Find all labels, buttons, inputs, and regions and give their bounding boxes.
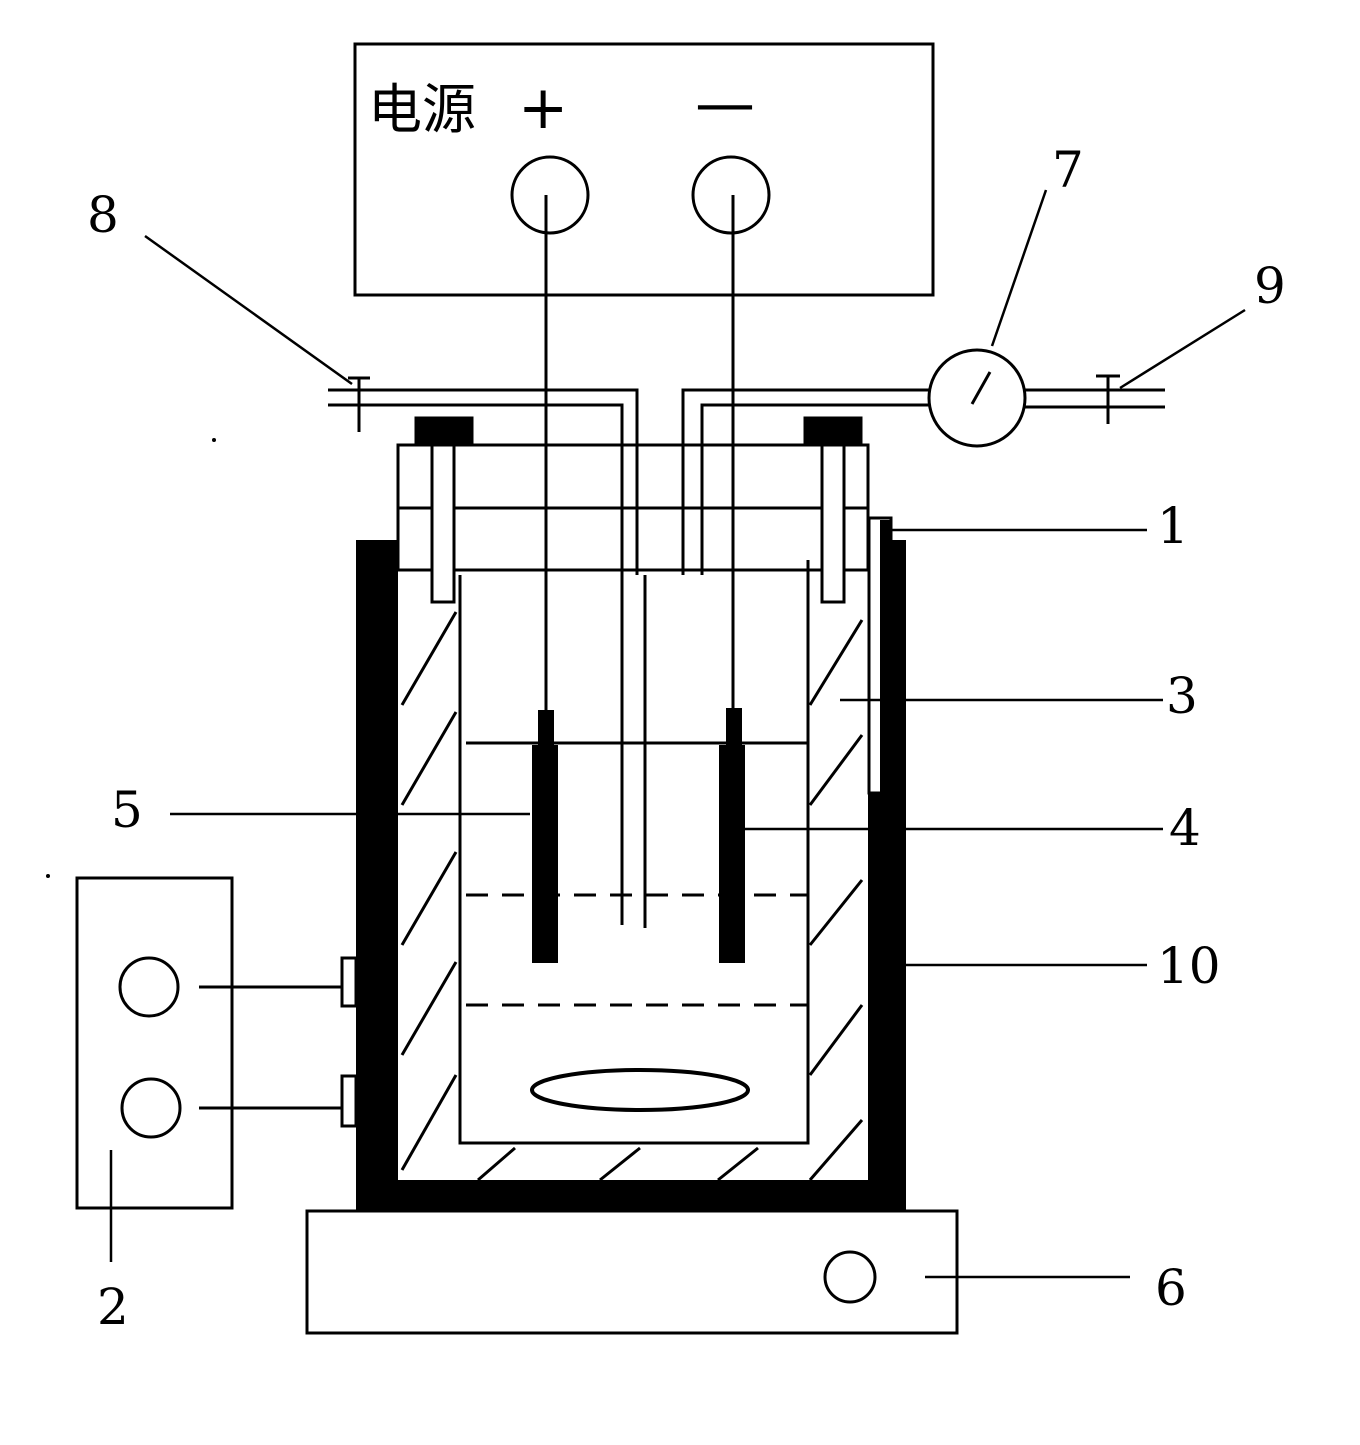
anode-electrode bbox=[532, 710, 558, 963]
leader-lines bbox=[109, 189, 1246, 1279]
pressure-gauge bbox=[927, 348, 1027, 448]
power-supply-label: 电源 bbox=[368, 78, 476, 141]
callout-1: 1 bbox=[1157, 497, 1189, 555]
negative-terminal bbox=[691, 155, 771, 235]
callout-7: 7 bbox=[1052, 141, 1084, 199]
temperature-controller bbox=[75, 876, 358, 1210]
valve-8 bbox=[348, 376, 370, 432]
controller-knob-1 bbox=[118, 956, 180, 1018]
callout-10: 10 bbox=[1157, 937, 1221, 995]
callout-2: 2 bbox=[97, 1278, 129, 1336]
power-supply: 电源 + — bbox=[353, 42, 935, 297]
magnetic-stirrer bbox=[305, 1209, 959, 1335]
valve-9 bbox=[1096, 374, 1120, 424]
electrode-wires bbox=[544, 195, 735, 712]
callout-9: 9 bbox=[1254, 257, 1286, 315]
callout-8: 8 bbox=[87, 186, 119, 244]
callout-labels: 8 7 9 1 3 5 4 10 2 6 bbox=[87, 141, 1286, 1336]
positive-terminal-sign: + bbox=[518, 73, 568, 143]
callout-5: 5 bbox=[111, 781, 143, 839]
callout-4: 4 bbox=[1169, 799, 1201, 857]
cell-lid bbox=[396, 416, 870, 604]
stir-bar bbox=[530, 1068, 750, 1112]
scan-specks bbox=[46, 438, 216, 878]
inner-beaker bbox=[458, 560, 810, 1145]
negative-terminal-sign: — bbox=[695, 69, 755, 139]
insulation-hatching bbox=[400, 611, 864, 1182]
stirrer-knob bbox=[823, 1250, 877, 1304]
cathode-electrode bbox=[719, 708, 745, 963]
controller-knob-2 bbox=[120, 1077, 182, 1139]
callout-3: 3 bbox=[1166, 667, 1198, 725]
thermometer bbox=[867, 516, 893, 795]
gas-lines bbox=[328, 388, 1165, 928]
callout-6: 6 bbox=[1155, 1259, 1187, 1317]
positive-terminal bbox=[510, 155, 590, 235]
